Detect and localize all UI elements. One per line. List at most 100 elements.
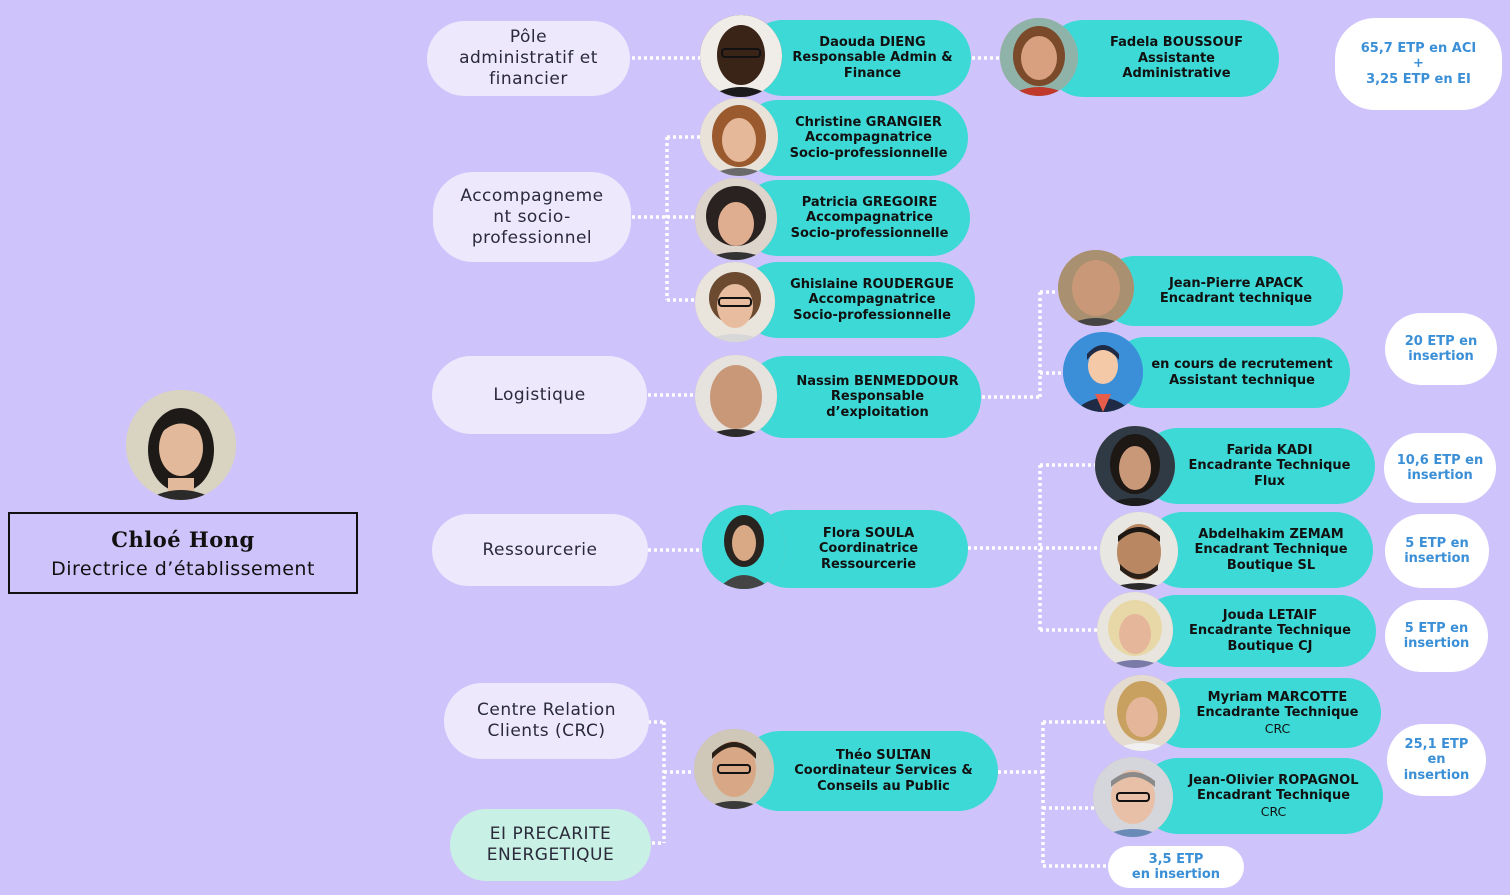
dept-crc-line: Clients (CRC)	[487, 721, 606, 741]
etp-text: insertion	[1403, 636, 1470, 651]
dept-crc: Centre Relation Clients (CRC)	[444, 683, 649, 759]
dept-ei-precarite: EI PRECARITE ENERGETIQUE	[450, 809, 651, 881]
person-role: CRC	[1264, 720, 1291, 736]
person-role: Ressourcerie	[820, 556, 917, 572]
avatar-apack	[1058, 250, 1134, 326]
etp-total-bubble: 65,7 ETP en ACI + 3,25 ETP en EI	[1335, 18, 1502, 110]
etp-text: +	[1413, 56, 1424, 72]
person-name: Jean-Pierre APACK	[1168, 275, 1304, 291]
etp-text: en	[1427, 752, 1446, 768]
person-card-grangier: Christine GRANGIER Accompagnatrice Socio…	[740, 100, 968, 176]
avatar-dieng	[700, 15, 782, 97]
person-role: Assistant technique	[1169, 372, 1315, 388]
person-card-dieng: Daouda DIENG Responsable Admin & Finance	[745, 20, 971, 96]
avatar-ropagnol	[1093, 757, 1173, 837]
etp-text: 3,25 ETP en EI	[1366, 71, 1471, 87]
etp-text: 5 ETP en	[1405, 535, 1469, 551]
dept-accompagnement: Accompagneme nt socio- professionnel	[433, 172, 631, 262]
person-name: Jean-Olivier ROPAGNOL	[1188, 772, 1359, 788]
avatar-marcotte	[1104, 675, 1180, 751]
person-role: Accompagnatrice	[806, 210, 933, 226]
person-name: Patricia GREGOIRE	[801, 194, 938, 210]
person-role: Finance	[843, 65, 902, 81]
person-role: Assistante	[1137, 50, 1215, 66]
person-card-kadi: Farida KADI Encadrante Technique Flux	[1140, 428, 1375, 504]
dept-ei-line: EI PRECARITE	[489, 824, 612, 844]
avatar-roudergue	[695, 262, 775, 342]
etp-zemam-bubble: 5 ETP en insertion	[1385, 514, 1489, 588]
person-card-marcotte: Myriam MARCOTTE Encadrante Technique CRC	[1150, 678, 1381, 748]
person-card-ropagnol: Jean-Olivier ROPAGNOL Encadrant Techniqu…	[1140, 758, 1383, 834]
person-card-zemam: Abdelhakim ZEMAM Encadrant Technique Bou…	[1145, 512, 1373, 588]
avatar-letaif	[1097, 592, 1173, 668]
person-name: Myriam MARCOTTE	[1207, 689, 1348, 705]
etp-logistique-bubble: 20 ETP en insertion	[1385, 313, 1497, 385]
avatar-placeholder-icon	[1063, 332, 1143, 412]
etp-text: insertion	[1407, 468, 1473, 483]
person-role: Responsable Admin &	[792, 50, 953, 66]
avatar-soula	[702, 505, 786, 589]
dept-admin-line: administratif et	[459, 48, 598, 68]
person-role: CRC	[1260, 803, 1287, 819]
person-card-sultan: Théo SULTAN Coordinateur Services & Cons…	[740, 731, 998, 811]
etp-kadi-bubble: 10,6 ETP en insertion	[1384, 433, 1496, 503]
etp-text: insertion	[1403, 767, 1470, 783]
dept-admin: Pôle administratif et financier	[427, 21, 630, 96]
dept-ressourcerie-label: Ressourcerie	[482, 539, 598, 560]
person-role: Administrative	[1122, 66, 1231, 82]
dept-accomp-line: professionnel	[471, 227, 593, 248]
etp-text: 25,1 ETP	[1404, 736, 1469, 752]
person-name: Jouda LETAIF	[1222, 607, 1318, 623]
person-card-roudergue: Ghislaine ROUDERGUE Accompagnatrice Soci…	[740, 262, 975, 338]
dept-accomp-line: Accompagneme	[460, 185, 604, 206]
director-photo	[126, 390, 236, 500]
person-role: Encadrante Technique	[1196, 705, 1359, 721]
dept-accomp-line: nt socio-	[493, 206, 571, 227]
person-role: Encadrante Technique	[1189, 623, 1351, 639]
person-role: Socio-professionnelle	[790, 225, 949, 241]
person-name: Fadela BOUSSOUF	[1110, 35, 1243, 51]
person-card-apack: Jean-Pierre APACK Encadrant technique	[1100, 256, 1343, 326]
person-card-recrutement: en cours de recrutement Assistant techni…	[1110, 337, 1350, 408]
person-role: Encadrant Technique	[1194, 542, 1348, 558]
dept-ressourcerie: Ressourcerie	[432, 514, 648, 586]
person-card-gregoire: Patricia GREGOIRE Accompagnatrice Socio-…	[740, 180, 970, 256]
etp-text: insertion	[1408, 349, 1474, 364]
avatar-boussouf	[1000, 18, 1078, 96]
avatar-benmeddour	[695, 355, 777, 437]
etp-text: insertion	[1404, 551, 1470, 566]
person-role: Coordinatrice	[818, 541, 919, 557]
person-name: Farida KADI	[1226, 442, 1313, 458]
etp-text: 3,5 ETP	[1148, 851, 1204, 867]
avatar-zemam	[1100, 512, 1178, 590]
avatar-gregoire	[695, 178, 777, 260]
person-role: Socio-professionnelle	[793, 307, 951, 323]
person-card-letaif: Jouda LETAIF Encadrante Technique Boutiq…	[1140, 595, 1376, 667]
dept-ei-line: ENERGETIQUE	[486, 845, 615, 865]
person-role: Responsable	[830, 389, 925, 405]
person-name: Théo SULTAN	[835, 747, 932, 763]
etp-text: en insertion	[1131, 867, 1221, 882]
etp-crc-bubble: 25,1 ETP en insertion	[1387, 724, 1486, 796]
avatar-sultan	[694, 729, 774, 809]
person-card-boussouf: Fadela BOUSSOUF Assistante Administrativ…	[1045, 20, 1279, 97]
dept-admin-line: financier	[489, 69, 568, 89]
person-name: Christine GRANGIER	[795, 114, 942, 130]
dept-logistique-label: Logistique	[493, 384, 586, 405]
etp-text: 10,6 ETP en	[1396, 452, 1484, 468]
director-role: Directrice d’établissement	[51, 557, 315, 580]
etp-text: 5 ETP en	[1404, 620, 1469, 636]
person-name: Flora SOULA	[822, 525, 915, 541]
avatar-kadi	[1095, 426, 1175, 506]
avatar-grangier	[700, 98, 778, 176]
person-role: Boutique SL	[1226, 557, 1316, 573]
person-role: Accompagnatrice	[808, 292, 936, 308]
etp-ei-bubble: 3,5 ETP en insertion	[1108, 846, 1244, 888]
person-role: Conseils au Public	[817, 778, 950, 794]
person-name: Ghislaine ROUDERGUE	[790, 276, 954, 292]
person-role: Coordinateur Services &	[794, 763, 973, 779]
person-name: Abdelhakim ZEMAM	[1198, 526, 1344, 542]
person-card-soula: Flora SOULA Coordinatrice Ressourcerie	[750, 510, 968, 588]
